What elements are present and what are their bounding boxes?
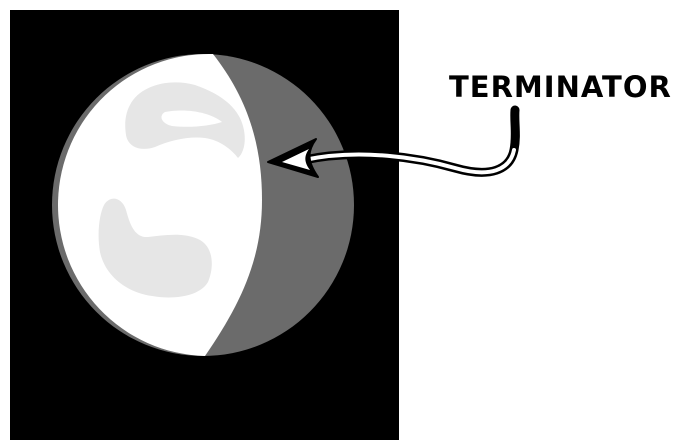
terminator-label: TERMINATOR (449, 70, 672, 104)
planet-icon (52, 54, 354, 356)
